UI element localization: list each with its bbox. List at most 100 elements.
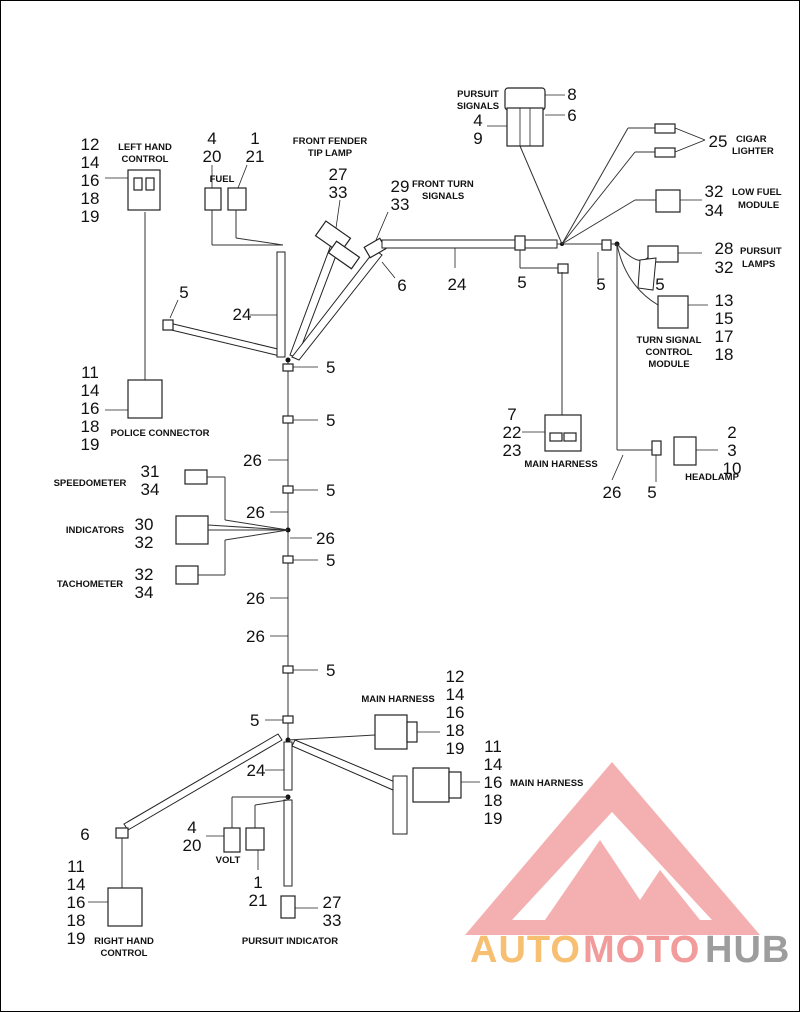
callout-headlamp-1: 2 [727,423,736,442]
loom-main-harness-low-vertical [392,775,408,835]
callout-main-mid-3: 16 [446,703,465,722]
callout-main-top-1: 7 [507,405,516,424]
callout-tip-lamp-1: 27 [329,165,348,184]
callout-pursuit-signals-right-1: 8 [567,85,576,104]
callout-main-mid-2: 14 [446,685,465,704]
clip-5-right [601,239,612,251]
callout-fuel-right-1: 1 [250,129,259,148]
loom-24-lower-2 [283,799,293,887]
callout-26-5: 26 [246,627,265,646]
callout-main-top-3: 23 [503,441,522,460]
callout-5-trunk-5: 5 [326,661,335,680]
callout-26-headlamp: 26 [603,483,622,502]
fuel-connector-left [204,187,222,211]
label-front-turn-1: FRONT TURN [412,179,474,190]
label-pursuit-indicator: PURSUIT INDICATOR [242,936,338,947]
label-pursuit-lamps-2: LAMPS [742,259,775,270]
fuel-connector-right [227,187,247,211]
callout-police-1: 11 [81,363,99,382]
callout-police-4: 18 [81,417,100,436]
police-connector-body [127,379,163,419]
main-harness-low-connector [412,767,450,803]
trunk-clip [282,415,294,424]
callout-26-3: 26 [316,529,335,548]
label-rhc-1: RIGHT HAND [94,936,154,947]
callout-26-4: 26 [246,589,265,608]
callout-volt-right-2: 21 [249,891,268,910]
trunk-clip [282,715,294,724]
callout-pursuit-ind-1: 27 [323,893,342,912]
speedometer-connector [184,469,208,485]
trunk-clip [282,555,294,564]
callout-5-trunk-6: 5 [250,711,259,730]
callout-pursuit-signals-left-2: 9 [473,129,482,148]
turn-signal-control-connector [657,295,689,329]
label-pursuit-lamps-1: PURSUIT [740,246,782,257]
loom-rhc [123,733,283,831]
loom-24-horizontal [381,239,558,249]
callout-lhc-1: 12 [81,135,100,154]
callout-pursuit-ind-2: 33 [323,911,342,930]
callout-tscm-3: 17 [715,327,734,346]
loom-left-diagonal [162,299,283,357]
trunk-callout-leads [265,252,657,721]
label-front-turn-2: SIGNALS [422,191,464,202]
callout-main-mid-5: 19 [446,739,465,758]
callout-lhc-4: 18 [81,189,100,208]
label-pursuit-signals-2: SIGNALS [457,101,499,112]
callout-pursuit-signals-left-1: 4 [473,111,482,130]
label-speedometer: SPEEDOMETER [54,478,127,489]
callout-26-1: 26 [243,451,262,470]
callout-police-3: 16 [81,399,100,418]
front-fender-looms [289,199,396,361]
pursuit-signals-cap [504,87,546,111]
callout-5-pursuit-lamps: 5 [655,275,664,294]
loom-24-left [162,321,283,357]
label-tscm-1: TURN SIGNAL [637,335,702,346]
callout-24-horizontal: 24 [448,275,467,294]
junction-top [285,357,291,363]
callout-rhc-1: 11 [67,857,85,876]
callout-5-left: 5 [179,283,188,302]
callout-5-trunk-4: 5 [326,551,335,570]
label-front-fender-1: FRONT FENDER [293,136,368,147]
callout-lhc-3: 16 [81,171,100,190]
callout-fuel-left-1: 4 [207,129,216,148]
callout-fuel-right-2: 21 [246,147,265,166]
cigar-lighter-connector-1 [654,123,676,134]
callout-fuel-left-2: 20 [203,147,222,166]
callout-pursuit-lamps-1: 28 [715,239,734,258]
left-hand-control-connector [127,169,161,211]
callout-main-low-5: 19 [484,809,503,828]
callout-main-low-1: 11 [484,737,502,756]
left-hand-control [105,169,161,380]
callout-24-left: 24 [233,305,252,324]
label-fuel: FUEL [210,174,235,185]
callout-lhc-2: 14 [81,153,100,172]
trunk-clip [282,665,294,674]
watermark-logo: AUTO MOTO HUB [465,762,789,971]
callout-5-trunk-3: 5 [326,481,335,500]
callout-5-hub: 5 [517,273,526,292]
callout-main-low-3: 16 [484,773,503,792]
callout-26-2: 26 [246,503,265,522]
callout-rhc-3: 16 [67,893,86,912]
callout-front-turn-1: 29 [391,177,410,196]
loom-24-lower-1 [283,741,293,791]
label-left-hand-control-1: LEFT HAND [118,142,172,153]
callout-headlamp-2: 3 [727,441,736,460]
clip-6-rhc [115,827,129,839]
callout-lhc-5: 19 [81,207,100,226]
label-main-harness-mid: MAIN HARNESS [361,694,434,705]
loom-24-vertical [276,251,286,358]
callout-front-turn-2: 33 [391,195,410,214]
callout-police-5: 19 [81,435,100,454]
clip-5-hub [557,263,569,274]
callout-5-trunk-1: 5 [326,358,335,377]
main-harness-mid-connector [374,714,408,750]
callout-main-low-4: 18 [484,791,503,810]
label-left-hand-control-2: CONTROL [122,154,169,165]
callout-24-lower: 24 [247,761,266,780]
callout-tscm-1: 13 [715,291,734,310]
